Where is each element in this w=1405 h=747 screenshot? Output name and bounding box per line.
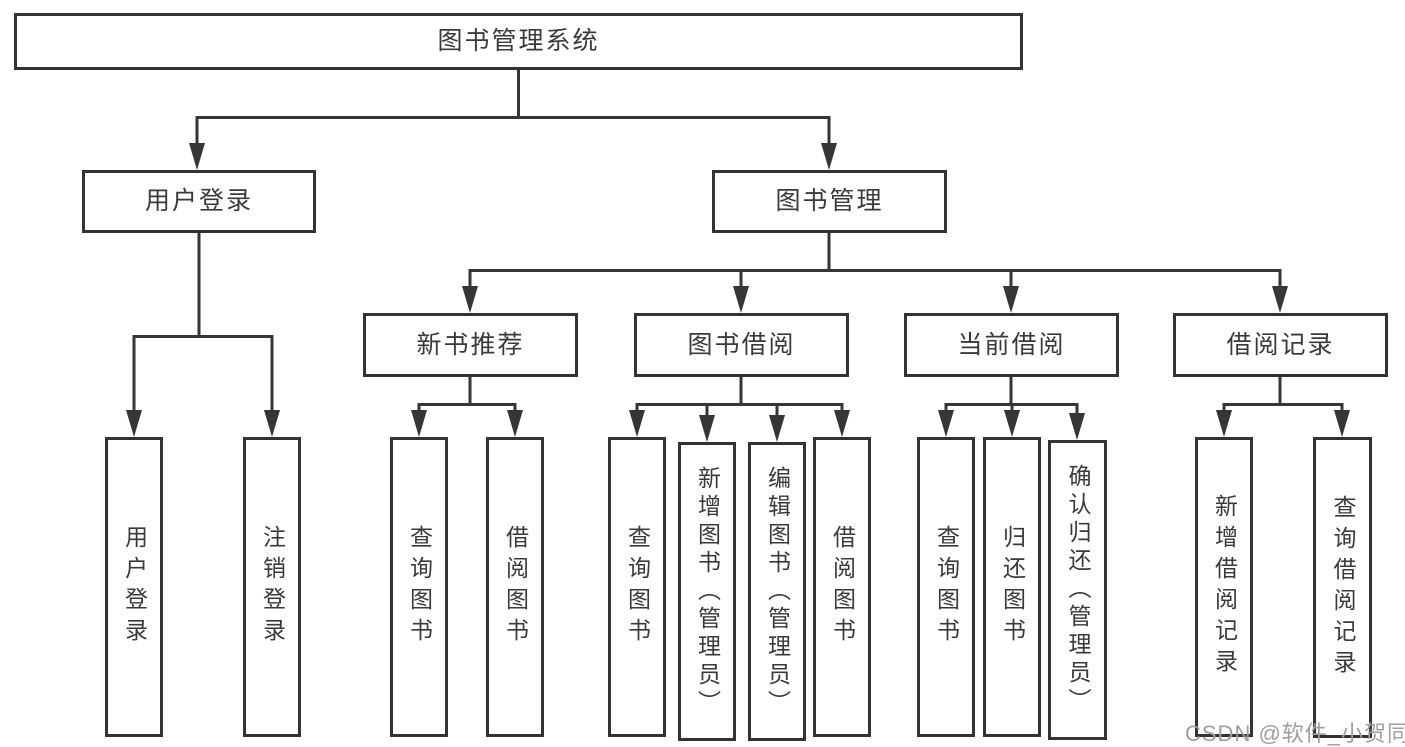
node-user-login: 用户登录: [82, 170, 316, 233]
leaf-query-book-borrow: 查询图书: [608, 437, 666, 737]
leaf-edit-book-admin: 编辑图书（管理员）: [748, 442, 806, 741]
node-book-management: 图书管理: [712, 170, 947, 233]
leaf-query-borrow-record: 查询借阅记录: [1313, 437, 1372, 738]
connector-user-login-trunk: [132, 233, 274, 412]
node-current-borrow: 当前借阅: [904, 313, 1119, 377]
node-root-system: 图书管理系统: [14, 13, 1023, 70]
node-new-book-recommend: 新书推荐: [363, 313, 578, 377]
leaf-logout: 注销登录: [243, 437, 301, 737]
connector-root-trunk: [195, 70, 831, 146]
leaf-borrow-book: 借阅图书: [813, 437, 871, 737]
node-book-borrow: 图书借阅: [634, 313, 849, 377]
leaf-add-borrow-record: 新增借阅记录: [1195, 437, 1253, 737]
connector-current-trunk: [944, 377, 1079, 415]
csdn-watermark: CSDN @软件_小贺同学: [1185, 721, 1405, 746]
leaf-user-login: 用户登录: [105, 437, 163, 737]
leaf-query-book-recommend: 查询图书: [390, 437, 448, 737]
connector-record-trunk: [1222, 377, 1344, 412]
connector-new-rec-trunk: [417, 377, 517, 412]
leaf-borrow-book-recommend: 借阅图书: [486, 437, 544, 737]
leaf-confirm-return-admin: 确认归还（管理员）: [1048, 440, 1107, 740]
connector-book-mgmt-trunk: [468, 233, 1282, 289]
node-borrow-record: 借阅记录: [1173, 313, 1388, 377]
leaf-add-book-admin: 新增图书（管理员）: [678, 442, 736, 741]
connector-borrow-trunk: [635, 377, 844, 417]
leaf-return-book: 归还图书: [983, 437, 1041, 737]
leaf-query-book-current: 查询图书: [917, 437, 975, 737]
